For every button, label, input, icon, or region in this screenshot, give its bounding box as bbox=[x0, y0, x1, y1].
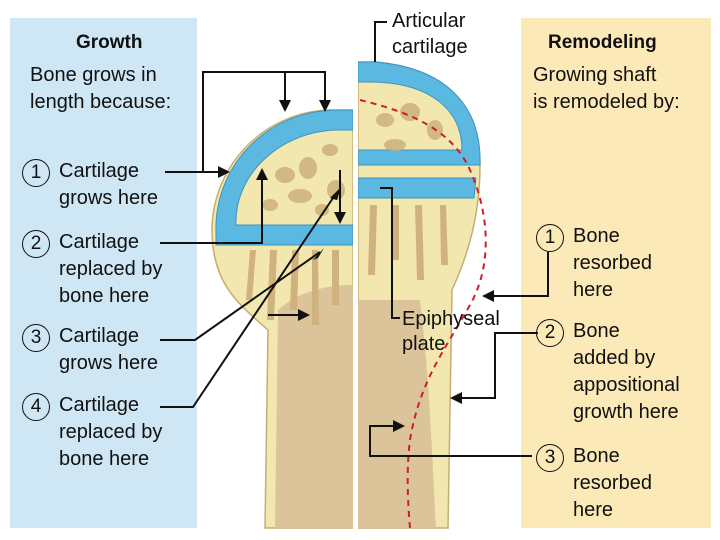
remodeling-panel bbox=[521, 18, 711, 528]
growth-item-4-line3: bone here bbox=[59, 448, 150, 470]
growth-item-4-number: 4 bbox=[22, 393, 50, 421]
remodeled-bone-half bbox=[358, 61, 487, 529]
remodeling-item-3-line2: resorbed bbox=[573, 472, 652, 494]
articular-cartilage-label-line2: cartilage bbox=[392, 36, 468, 58]
growth-item-3-line1: Cartilage bbox=[59, 325, 140, 347]
remodeling-item-2-number: 2 bbox=[536, 319, 564, 347]
growth-panel bbox=[10, 18, 197, 528]
remodeling-item-3-line1: Bone bbox=[573, 445, 620, 467]
growth-item-1-line1: Cartilage bbox=[59, 160, 140, 182]
remodeling-arrows bbox=[369, 252, 549, 457]
remodeling-item-1-line1: Bone bbox=[573, 225, 620, 247]
remodeling-item-1-number: 1 bbox=[536, 224, 564, 252]
growth-intro-line1: Bone grows in bbox=[30, 64, 157, 86]
growth-intro-line2: length because: bbox=[30, 91, 172, 113]
growth-item-3-line2: grows here bbox=[59, 352, 158, 374]
remodeling-item-2-line4: growth here bbox=[573, 401, 679, 423]
remodeling-item-2-line2: added by bbox=[573, 347, 656, 369]
remodeling-item-1-line3: here bbox=[573, 279, 614, 301]
growth-item-4-line1: Cartilage bbox=[59, 394, 140, 416]
remodeling-item-1-line2: resorbed bbox=[573, 252, 652, 274]
growth-item-1-line2: grows here bbox=[59, 187, 158, 209]
epiphyseal-plate-label-line2: plate bbox=[402, 333, 446, 355]
remodeling-intro-line1: Growing shaft bbox=[533, 64, 657, 86]
epiphyseal-plate-label-line1: Epiphyseal bbox=[402, 308, 500, 330]
growth-item-4-line2: replaced by bbox=[59, 421, 163, 443]
young-bone-half bbox=[211, 109, 353, 529]
growth-item-3-number: 3 bbox=[22, 324, 50, 352]
remodeling-item-2-line3: appositional bbox=[573, 374, 680, 396]
remodeling-item-3-number: 3 bbox=[536, 444, 564, 472]
growth-heading: Growth bbox=[76, 32, 143, 53]
articular-cartilage-label-line1: Articular bbox=[392, 10, 466, 32]
growth-item-2-line1: Cartilage bbox=[59, 231, 140, 253]
remodeling-item-2-line1: Bone bbox=[573, 320, 620, 342]
remodeling-intro-line2: is remodeled by: bbox=[533, 91, 680, 113]
remodeling-item-3-line3: here bbox=[573, 499, 614, 521]
growth-item-1-number: 1 bbox=[22, 159, 50, 187]
remodeling-heading: Remodeling bbox=[548, 32, 657, 53]
growth-item-2-line2: replaced by bbox=[59, 258, 163, 280]
growth-item-2-line3: bone here bbox=[59, 285, 150, 307]
growth-item-2-number: 2 bbox=[22, 230, 50, 258]
growth-arrows bbox=[160, 21, 400, 408]
